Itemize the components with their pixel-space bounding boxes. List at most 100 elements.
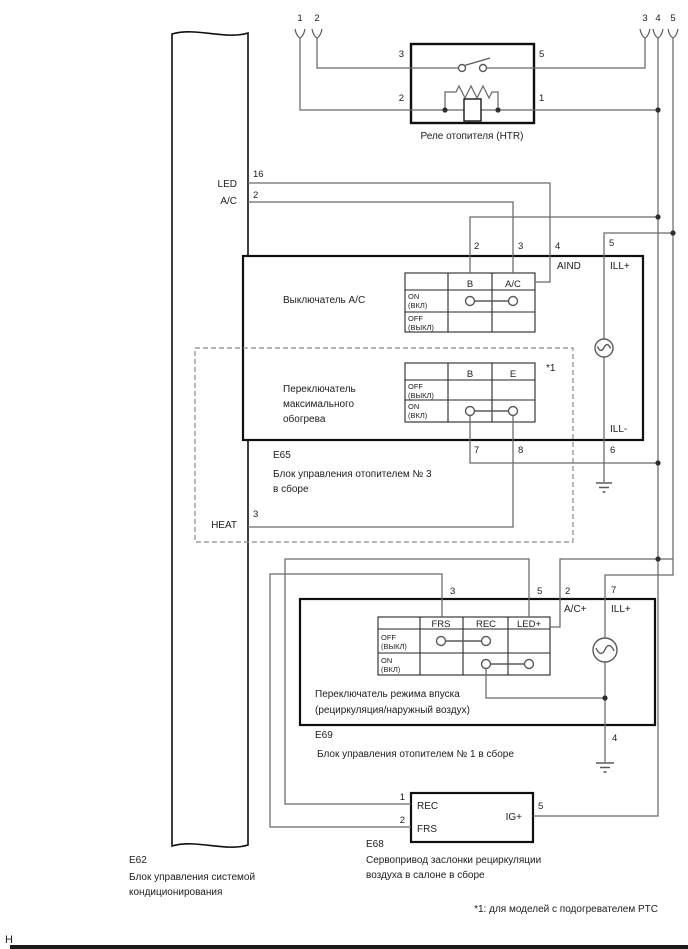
ac-col-b: B [467, 279, 473, 290]
e62-bus-box [171, 31, 249, 848]
wire-acplus [550, 558, 673, 628]
e62-heat-label: HEAT [211, 520, 237, 531]
e69-ground-icon [596, 762, 614, 773]
relay-pin2: 2 [399, 93, 404, 104]
ac-on-contact-ac [507, 295, 519, 307]
ac-row-off: OFF [408, 314, 423, 323]
illumination-lamps [592, 338, 618, 663]
mh-on-contact-e [507, 405, 519, 417]
mh-on-contact-b [464, 405, 476, 417]
terminal-5-icon [667, 28, 679, 39]
intake-off-contact-rec [480, 635, 492, 647]
ac-row-off-ru: (ВЫКЛ) [408, 323, 434, 332]
ptc-note-flag: *1 [546, 363, 556, 374]
e69-pin2-number: 2 [565, 586, 570, 597]
connector-3-number: 3 [642, 13, 647, 24]
intake-on-contact-rec [480, 658, 492, 670]
wire-connector-2 [316, 38, 411, 69]
relay-pin1: 1 [539, 93, 544, 104]
wires [248, 38, 674, 828]
ac-row-on: ON [408, 292, 419, 301]
e68-name-line2: воздуха в салоне в сборе [366, 869, 485, 881]
ac-col-ac: A/C [505, 279, 521, 290]
mh-label-line2: максимального [283, 399, 355, 410]
ac-row-on-ru: (ВКЛ) [408, 301, 428, 310]
e68-pin5-number: 5 [538, 801, 543, 812]
wire-connector-4-ig [533, 38, 659, 817]
intake-col-frs: FRS [432, 619, 451, 630]
e68-frs-label: FRS [417, 824, 437, 835]
intake-col-led: LED+ [517, 619, 541, 630]
mh-col-b: B [467, 369, 473, 380]
wire-maxheat-b-pin7 [469, 415, 658, 464]
e69-id: E69 [315, 730, 333, 741]
mh-label-line1: Переключатель [283, 384, 356, 395]
terminal-1-icon [294, 28, 306, 39]
intake-switch-label-line2: (рециркуляция/наружный воздух) [315, 705, 470, 716]
relay-label: Реле отопителя (HTR) [421, 131, 524, 142]
connector-1-number: 1 [297, 13, 302, 24]
relay-coil [463, 98, 482, 122]
wire-ac-to-pin3 [248, 201, 514, 273]
intake-off-contact-frs [435, 635, 447, 647]
mh-col-e: E [510, 369, 516, 380]
footnote: *1: для моделей с подогревателем PTC [474, 904, 658, 915]
connector-terminals [294, 28, 679, 39]
wire-rec-contact-drop [485, 668, 605, 699]
wire-ledplus-rec [284, 558, 530, 805]
e65-pin8-number: 8 [518, 445, 523, 456]
e62-pin16-number: 16 [253, 169, 264, 180]
e65-pin3-number: 3 [518, 241, 523, 252]
intake-row-on-ru: (ВКЛ) [381, 665, 401, 674]
e69-pin3-number: 3 [450, 586, 455, 597]
e65-pin2-number: 2 [474, 241, 479, 252]
intake-col-rec: REC [476, 619, 496, 630]
intake-row-off: OFF [381, 633, 396, 642]
mh-row-off: OFF [408, 382, 423, 391]
relay-pin5: 5 [539, 49, 544, 60]
intake-switch-label-line1: Переключатель режима впуска [315, 689, 460, 700]
e65-illplus-label: ILL+ [610, 261, 630, 272]
e68-rec-label: REC [417, 801, 438, 812]
e62-id: E62 [129, 855, 147, 866]
wire-ill-branch-e65 [603, 232, 673, 482]
e68-pin1-number: 1 [400, 792, 405, 803]
e69-illplus-label: ILL+ [611, 604, 631, 615]
e62-name-line2: кондиционирования [129, 887, 222, 898]
wire-maxheat-e-heat [248, 415, 514, 528]
e65-name-line2: в сборе [273, 483, 309, 495]
component-boxes [171, 31, 657, 848]
mh-row-off-ru: (ВЫКЛ) [408, 391, 434, 400]
intake-on-contact-led [523, 658, 535, 670]
wire-relay-resistor [444, 84, 499, 110]
e62-led-label: LED [218, 179, 237, 190]
junction-dots [442, 107, 676, 701]
page-marker: H [5, 934, 13, 946]
e62-name-line1: Блок управления системой [129, 872, 255, 883]
e69-acplus-label: A/C+ [564, 604, 587, 615]
terminal-2-icon [311, 28, 323, 39]
e65-illminus-label: ILL- [610, 424, 627, 435]
e68-id: E68 [366, 839, 384, 850]
intake-switch-table [377, 616, 551, 676]
relay-contact-left [457, 63, 467, 73]
connector-4-number: 4 [655, 13, 660, 24]
wire-connector-5-ill [604, 38, 674, 638]
relay-contact-arm [464, 57, 491, 67]
intake-row-on: ON [381, 656, 392, 665]
wire-frs [269, 573, 443, 828]
connector-5-number: 5 [670, 13, 675, 24]
wire-relay-to-connector-3 [534, 38, 646, 69]
labels: 1 2 3 4 5 3 5 2 1 Реле отопителя (HTR) 1… [5, 13, 676, 946]
wire-led-to-aind [248, 182, 551, 283]
ground-symbols [596, 482, 614, 773]
relay-contact-right [478, 63, 488, 73]
switch-tables [377, 272, 551, 676]
e65-aind-label: AIND [557, 261, 581, 272]
e68-name-line1: Сервопривод заслонки рециркуляции [366, 855, 541, 866]
wire-connector-1 [299, 38, 411, 111]
e65-pin5-number: 5 [609, 238, 614, 249]
ptc-option-dashed-box [194, 347, 574, 543]
relay-pin3: 3 [399, 49, 404, 60]
